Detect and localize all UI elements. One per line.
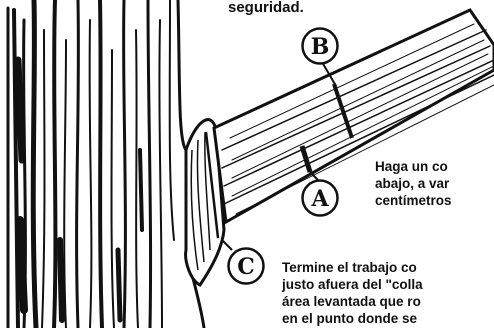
instruction-a-line-2: abajo, a var [375, 176, 450, 191]
cut-marks [204, 83, 354, 239]
instruction-a-line-1: Haga un co [375, 159, 448, 174]
callout-a: A [301, 179, 339, 217]
instruction-c-line-4: en el punto donde se [282, 311, 418, 326]
cut-a [299, 145, 313, 173]
instruction-c-line-1: Termine el trabajo co [282, 260, 417, 275]
callout-a-label: A [310, 186, 329, 212]
callout-b-label: B [311, 34, 330, 60]
callout-b: B [301, 27, 339, 65]
cut-c [204, 131, 220, 239]
branch-collar [184, 118, 226, 287]
instruction-a-line-3: centímetros [375, 193, 452, 208]
callout-leaders [221, 61, 337, 251]
callout-c: C [227, 247, 265, 285]
instruction-c: Termine el trabajo co justo afuera del "… [282, 259, 423, 327]
instruction-c-line-2: justo afuera del "colla [282, 277, 423, 292]
tree-trunk [6, 0, 206, 328]
cut-b [332, 83, 354, 139]
instruction-c-line-3: área levantada que ro [282, 294, 421, 309]
callout-c-label: C [237, 254, 255, 280]
instruction-a: Haga un co abajo, a var centímetros [375, 158, 452, 209]
branch [212, 8, 494, 225]
top-caption: seguridad. [228, 0, 304, 16]
